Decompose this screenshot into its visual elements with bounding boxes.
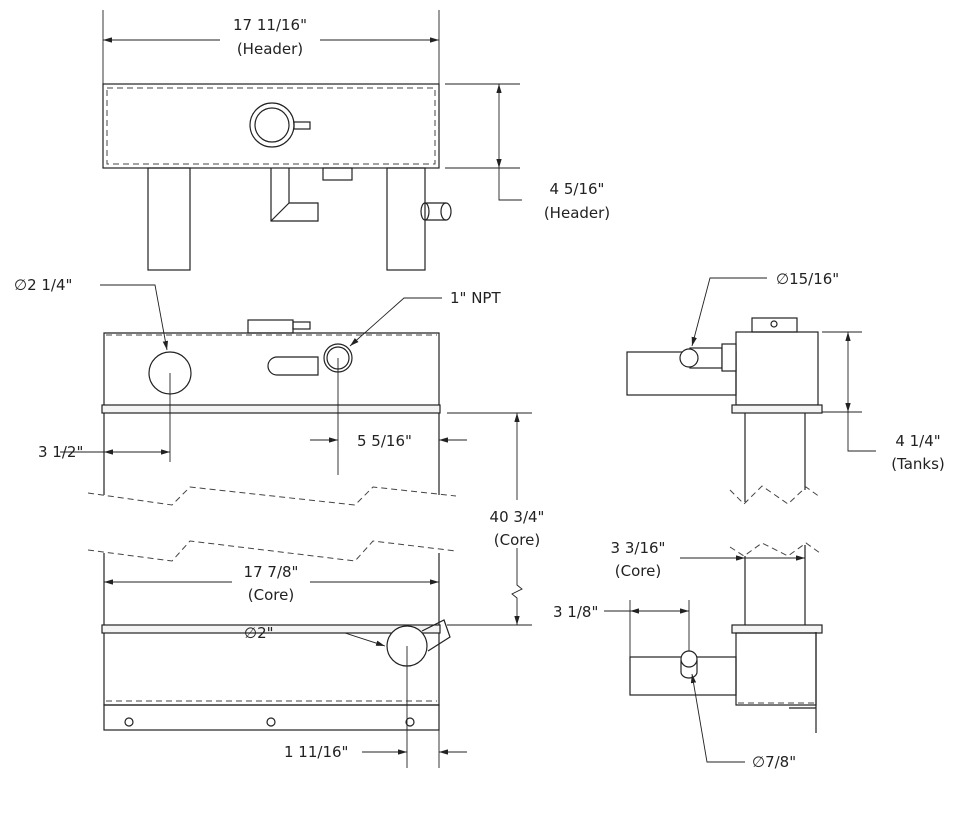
core-height-note: (Core): [494, 531, 540, 549]
bracket: [789, 632, 817, 733]
filler-cap-tab: [292, 321, 311, 330]
dimension-line-break: [511, 548, 523, 625]
npt-leader: [349, 297, 442, 347]
side-port-diameter-label: ∅15/16": [776, 270, 839, 288]
break-line: [729, 542, 821, 557]
mounting-plate: [103, 704, 440, 731]
side-cap: [751, 317, 798, 333]
outlet-offset-label: 1 11/16": [284, 743, 348, 761]
drain-stem: [680, 660, 698, 679]
side-tank: [735, 331, 819, 406]
side-port-leader: [691, 277, 767, 347]
top-view: 17 11/16" (Header) 4 5/16" (Header): [102, 10, 610, 271]
side-band: [731, 404, 823, 414]
side-pipe: [626, 351, 737, 396]
filler-cap: [247, 319, 294, 334]
outlet-diameter-label: ∅2": [244, 624, 274, 642]
cap-hole: [770, 320, 778, 328]
side-view-top: ∅15/16" 4 1/4" (Tanks): [626, 270, 945, 505]
npt-offset-label: 5 5/16": [357, 432, 412, 450]
side-band: [731, 624, 823, 634]
core-height-label: 40 3/4": [490, 508, 545, 526]
header-width-note: (Header): [237, 40, 303, 58]
mounting-hole: [266, 717, 276, 727]
break-line: [87, 486, 457, 506]
leader-line: [847, 412, 876, 452]
elbow-fitting: [270, 168, 319, 222]
leader-line: [498, 168, 522, 201]
side-view-bottom: ∅7/8" 3 3/16" (Core) 3 1/8": [553, 539, 823, 771]
inlet-diameter-label: ∅2 1/4": [14, 276, 72, 294]
header-height-label: 4 5/16": [550, 180, 605, 198]
tank-height-note: (Tanks): [891, 455, 945, 473]
header-height-note: (Header): [544, 204, 610, 222]
core-depth-label: 3 3/16": [611, 539, 666, 557]
right-leg: [386, 167, 426, 271]
tank-height-label: 4 1/4": [895, 432, 940, 450]
drain-offset-label: 3 1/8": [553, 603, 598, 621]
small-boss: [322, 167, 353, 181]
break-line: [87, 540, 457, 562]
top-header-band: [101, 404, 441, 414]
side-pipe-start: [420, 202, 430, 221]
side-port-boss: [721, 343, 737, 372]
drain-leader: [690, 673, 745, 763]
outlet-pipe: [421, 619, 451, 652]
top-tank-outline: [103, 332, 440, 405]
npt-label: 1" NPT: [450, 289, 501, 307]
header-width-label: 17 11/16": [233, 16, 307, 34]
slot: [267, 356, 319, 376]
header-tank-outline: [102, 83, 440, 169]
break-line: [729, 485, 821, 505]
filler-cap-tab: [293, 121, 311, 130]
mounting-hole: [124, 717, 134, 727]
side-pipe-end: [440, 202, 452, 221]
mounting-hole: [405, 717, 415, 727]
drain-port: [680, 650, 698, 668]
core-width-label: 17 7/8": [244, 563, 299, 581]
filler-cap-inner: [254, 107, 290, 143]
inlet-leader: [100, 284, 169, 351]
drain-diameter-label: ∅7/8": [752, 753, 796, 771]
side-port: [679, 348, 699, 368]
bottom-header-band: [101, 624, 441, 634]
filler-cap-outer: [249, 102, 295, 148]
front-view: 3 1/2" 5 5/16" ∅2 1/4" 1" NPT 17 7/8" (C…: [14, 276, 544, 768]
core-depth-note: (Core): [615, 562, 661, 580]
header-hidden-line: [106, 87, 436, 165]
side-tank: [735, 632, 817, 706]
core-width-note: (Core): [248, 586, 294, 604]
side-pipe: [425, 202, 446, 221]
inlet-offset-label: 3 1/2": [38, 443, 83, 461]
left-leg: [147, 167, 191, 271]
outlet-leader: [290, 632, 386, 647]
